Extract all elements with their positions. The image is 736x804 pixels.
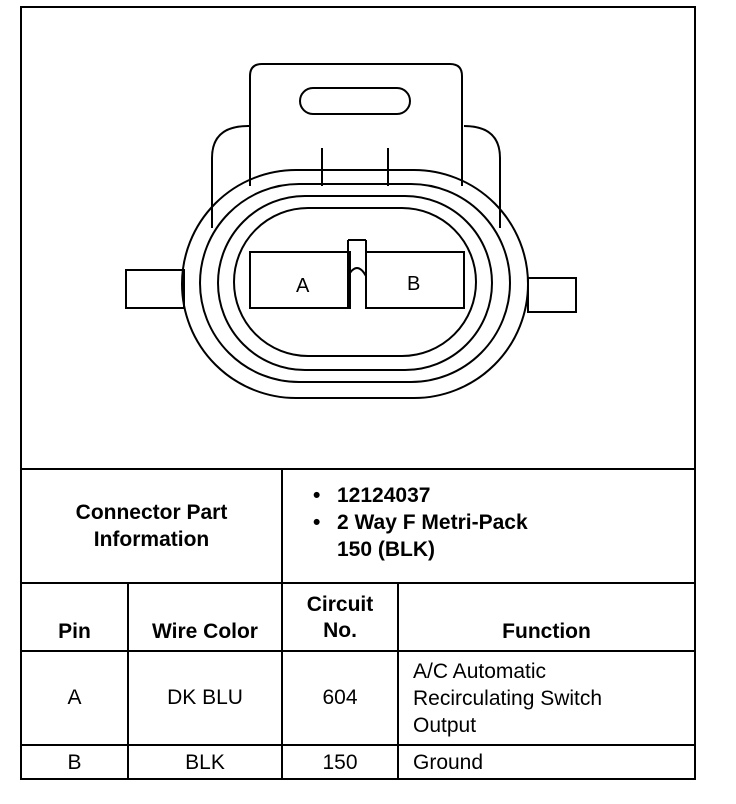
- header-function: Function: [397, 582, 694, 652]
- right-ear: [527, 277, 577, 313]
- housing-ring-2: [217, 195, 493, 371]
- locking-tab: [249, 63, 463, 186]
- pin-label-b: B: [407, 273, 420, 295]
- housing-ring-3: [233, 207, 477, 357]
- connector-face-diagram: A B: [125, 63, 577, 399]
- center-key: [347, 239, 367, 308]
- wire-color-cell: DK BLU: [127, 650, 283, 746]
- pin-label-a: A: [296, 275, 310, 297]
- right-shoulder: [463, 125, 501, 228]
- header-wire-color: Wire Color: [127, 582, 283, 652]
- connector-end-view-sheet: A B Connector Part Information 12124037 …: [20, 6, 696, 780]
- connector-part-info-label: Connector Part Information: [22, 468, 283, 584]
- table-row: A DK BLU 604 A/C Automatic Recirculating…: [22, 650, 694, 746]
- circuit-cell: 604: [281, 650, 399, 746]
- tab-slot: [299, 87, 411, 115]
- function-cell: Ground: [397, 744, 694, 779]
- header-pin: Pin: [22, 582, 129, 652]
- pin-cell: B: [22, 744, 129, 779]
- table-row: B BLK 150 Ground: [22, 744, 694, 779]
- wire-color-cell: BLK: [127, 744, 283, 779]
- housing-ring-1: [199, 183, 511, 383]
- left-shoulder: [211, 125, 249, 228]
- function-cell: A/C Automatic Recirculating Switch Outpu…: [397, 650, 694, 746]
- connector-info-table: Connector Part Information 12124037 2 Wa…: [22, 468, 694, 779]
- header-circuit-no: Circuit No.: [281, 582, 399, 652]
- connector-part-info-values: 12124037 2 Way F Metri-Pack 150 (BLK): [281, 468, 694, 584]
- connector-type-item: 2 Way F Metri-Pack 150 (BLK): [313, 509, 694, 563]
- circuit-cell: 150: [281, 744, 399, 779]
- cavity-a: [249, 251, 351, 309]
- part-number-item: 12124037: [313, 482, 694, 509]
- left-ear: [125, 269, 185, 309]
- pin-cell: A: [22, 650, 129, 746]
